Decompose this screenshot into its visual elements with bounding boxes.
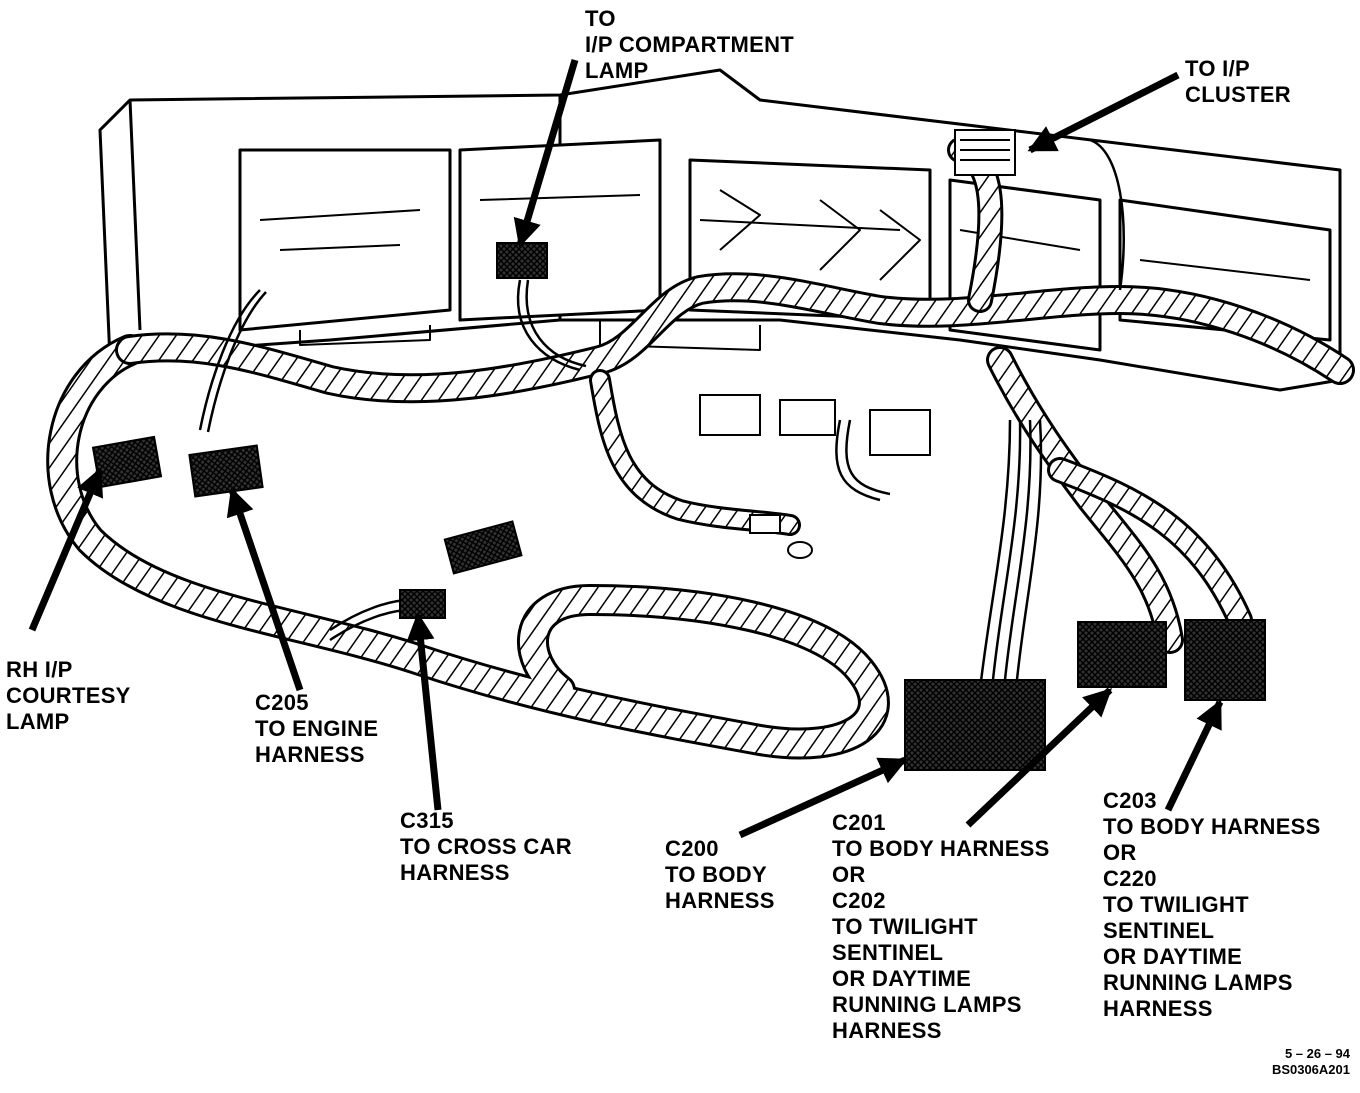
label-line: TO I/P — [1185, 56, 1250, 81]
label-line: OR DAYTIME — [832, 966, 972, 991]
arrow-ip-compartment-lamp — [513, 59, 579, 248]
label-line: RUNNING LAMPS — [832, 992, 1022, 1017]
label-line: TO ENGINE — [255, 716, 379, 741]
label-line: TO BODY — [665, 862, 767, 887]
label-line: SENTINEL — [832, 940, 944, 965]
label-line: HARNESS — [255, 742, 365, 767]
main-harness-bundle — [46, 137, 1355, 760]
label-line: C205 — [255, 690, 309, 715]
ip-compartment-lamp-connector — [496, 242, 548, 279]
label-line: HARNESS — [832, 1018, 942, 1043]
small-connector — [869, 409, 931, 456]
arrow-c200 — [738, 756, 908, 839]
label-c201: C201 TO BODY HARNESS OR C202 TO TWILIGHT… — [832, 810, 1050, 1044]
connectors — [91, 129, 1266, 771]
label-line: TO BODY HARNESS — [832, 836, 1050, 861]
label-line: HARNESS — [1103, 996, 1213, 1021]
callout-arrows — [28, 59, 1224, 839]
label-line: TO TWILIGHT — [832, 914, 978, 939]
label-c315: C315 TO CROSS CAR HARNESS — [400, 808, 572, 886]
label-line: RH I/P — [6, 657, 73, 682]
label-line: TO TWILIGHT — [1103, 892, 1249, 917]
label-line: TO CROSS CAR — [400, 834, 572, 859]
twin-connectors-2 — [779, 399, 836, 436]
label-line: C201 — [832, 810, 886, 835]
figure-code: 5 – 26 – 94 BS0306A201 — [1200, 1046, 1350, 1078]
label-line: LAMP — [6, 709, 70, 734]
figure-id: BS0306A201 — [1271, 1062, 1350, 1077]
label-rh-courtesy-lamp: RH I/P COURTESY LAMP — [6, 657, 131, 735]
label-line: SENTINEL — [1103, 918, 1215, 943]
c205-connector — [188, 444, 264, 498]
label-c205: C205 TO ENGINE HARNESS — [255, 690, 378, 768]
rh-courtesy-lamp-connector — [91, 435, 163, 489]
arrow-ip-cluster — [1027, 71, 1180, 154]
label-line: COURTESY — [6, 683, 131, 708]
twin-connectors — [699, 394, 761, 436]
pigtail-connector — [749, 514, 781, 534]
arrow-c205 — [226, 487, 304, 692]
arrow-c315 — [406, 612, 442, 811]
c203-connector — [1184, 619, 1266, 701]
label-line: HARNESS — [400, 860, 510, 885]
c200-connector — [904, 679, 1046, 771]
label-line: OR — [1103, 840, 1137, 865]
c201-connector — [1077, 621, 1167, 688]
label-line: C315 — [400, 808, 454, 833]
label-line: HARNESS — [665, 888, 775, 913]
cross-car-connector — [443, 520, 523, 575]
label-line: I/P COMPARTMENT — [585, 32, 795, 57]
pigtail-end — [787, 541, 813, 559]
c315-connector — [399, 589, 446, 619]
label-line: TO — [585, 6, 616, 31]
arrow-c203 — [1164, 699, 1224, 812]
label-line: C203 — [1103, 788, 1157, 813]
label-line: OR DAYTIME — [1103, 944, 1243, 969]
label-line: TO BODY HARNESS — [1103, 814, 1321, 839]
figure-date: 5 – 26 – 94 — [1284, 1046, 1350, 1061]
label-line: OR — [832, 862, 866, 887]
label-ip-cluster: TO I/P CLUSTER — [1185, 56, 1291, 108]
instrument-panel-carrier — [98, 68, 1342, 392]
label-ip-compartment-lamp: TO I/P COMPARTMENT LAMP — [585, 6, 794, 84]
label-line: C200 — [665, 836, 719, 861]
ip-cluster-connector — [954, 129, 1016, 176]
arrow-c201 — [965, 687, 1113, 828]
label-line: CLUSTER — [1185, 82, 1291, 107]
label-c200: C200 TO BODY HARNESS — [665, 836, 775, 914]
label-c203: C203 TO BODY HARNESS OR C220 TO TWILIGHT… — [1103, 788, 1321, 1022]
label-line: RUNNING LAMPS — [1103, 970, 1293, 995]
label-line: C220 — [1103, 866, 1157, 891]
label-line: C202 — [832, 888, 886, 913]
arrow-rh-courtesy-lamp — [28, 467, 104, 632]
label-line: LAMP — [585, 58, 649, 83]
